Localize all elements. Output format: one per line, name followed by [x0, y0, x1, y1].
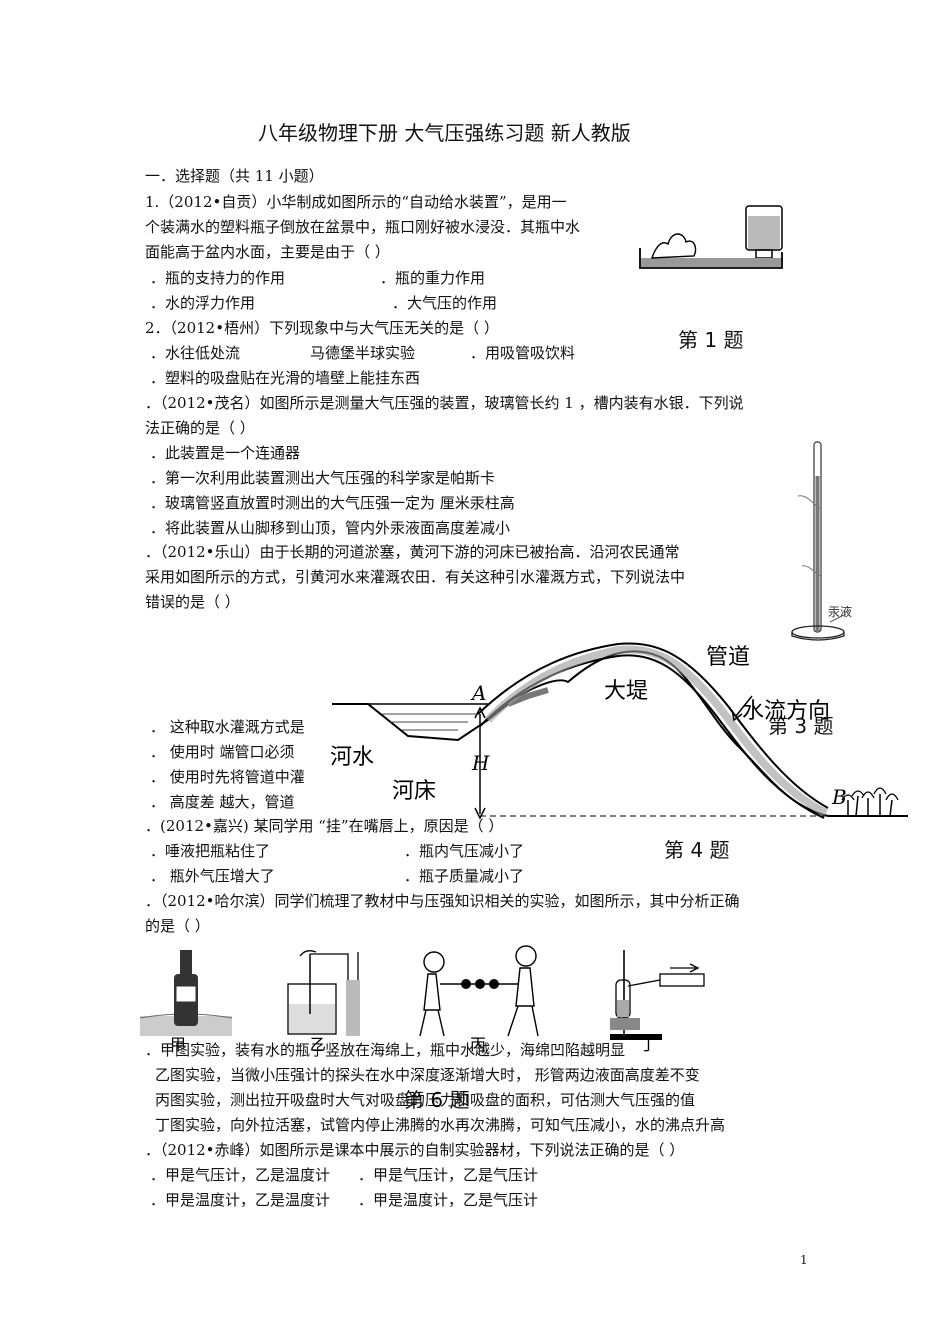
figure-4-pipe-label: 管道: [706, 645, 750, 670]
q3-option-b: ．第一次利用此装置测出大气压强的科学家是帕斯卡: [150, 469, 496, 487]
q6-option-d: 丁图实验，向外拉活塞，试管内停止沸腾的水再次沸腾，可知气压减小，水的沸点升高: [155, 1116, 726, 1134]
q3-option-a: ．此装置是一个连通器: [150, 444, 301, 462]
figure-4-point-b: B: [831, 785, 847, 809]
figure-4-dike-label: 大堤: [604, 679, 648, 704]
figure-4-point-a: A: [470, 681, 486, 705]
q3-option-d: ．将此装置从山脚移到山顶，管内外汞液面高度差减小: [150, 519, 511, 537]
figure-4-caption: 第 4 题: [664, 838, 730, 862]
q7-option-d: ．甲是温度计，乙是气压计: [358, 1191, 539, 1209]
q2-option-c: ．用吸管吸饮料: [470, 344, 576, 362]
q1-option-c: ．水的浮力作用: [150, 294, 256, 312]
q1-line1: 1.（2012•自贡）小华制成如图所示的“自动给水装置”，是用一: [145, 193, 567, 211]
q3-option-c: ．玻璃管竖直放置时测出的大气压强一定为 厘米汞柱高: [150, 494, 515, 512]
q4-option-d: ． 高度差 越大，管道: [150, 793, 295, 811]
section-heading: 一．选择题（共 11 小题）: [145, 167, 324, 185]
figure-6-label-yi: 乙: [310, 1035, 326, 1052]
q6-line2: 的是（ ）: [145, 917, 210, 935]
q4-line1: ．（2012•乐山）由于长期的河道淤塞，黄河下游的河床已被抬高．沿河农民通常: [145, 543, 680, 561]
q1-option-d: ．大气压的作用: [392, 294, 498, 312]
q5-option-b: ．瓶内气压减小了: [404, 842, 525, 860]
figure-3-torricelli-tube: 汞液: [791, 441, 852, 641]
q2-option-a: ．水往低处流: [150, 344, 241, 362]
q1-line2: 个装满水的塑料瓶子倒放在盆景中，瓶口刚好被水浸没．其瓶中水: [145, 218, 581, 236]
q4-option-a: ． 这种取水灌溉方式是: [150, 718, 305, 736]
q5-option-d: ．瓶子质量减小了: [404, 867, 525, 885]
page-title: 八年级物理下册 大气压强练习题 新人教版: [258, 121, 631, 145]
figure-4-river-label: 河水: [330, 745, 374, 770]
q6-option-b: 乙图实验，当微小压强计的探头在水中深度逐渐增大时， 形管两边液面高度差不变: [155, 1066, 700, 1084]
figure-4-riverbed-label: 河床: [392, 779, 436, 804]
figure-1-water-feeder: [639, 205, 783, 269]
q6-option-a: ．甲图实验，装有水的瓶子竖放在海绵上，瓶中水越少，海绵凹陷越明显: [145, 1041, 626, 1059]
figure-4-height-h: H: [471, 751, 490, 775]
q4-option-c: ． 使用时先将管道中灌: [150, 768, 305, 786]
figure-6-pressure-experiments: 甲 乙 丙 丁: [140, 945, 705, 1052]
q2-option-b: 马德堡半球实验: [310, 344, 416, 362]
q7-option-c: ．甲是温度计，乙是温度计: [150, 1191, 331, 1209]
q2-line1: 2．（2012•梧州）下列现象中与大气压无关的是（ ）: [145, 319, 499, 337]
page-number: 1: [800, 1253, 808, 1267]
figure-6-caption: 第 6 题: [404, 1088, 470, 1112]
q3-line2: 法正确的是（ ）: [145, 419, 255, 437]
figure-1-caption: 第 1 题: [678, 328, 744, 352]
q1-option-b: ．瓶的重力作用: [380, 269, 486, 287]
figure-3-mercury-label: 汞液: [828, 604, 852, 619]
figure-6-label-ding: 丁: [640, 1035, 656, 1052]
q3-line1: ．（2012•茂名）如图所示是测量大气压强的装置，玻璃管长约 1 ，槽内装有水银…: [145, 394, 744, 412]
q6-option-c: 丙图实验，测出拉开吸盘时大气对吸盘的压力和吸盘的面积，可估测大气压强的值: [155, 1091, 696, 1109]
q6-line1: ．（2012•哈尔滨）同学们梳理了教材中与压强知识相关的实验，如图所示，其中分析…: [145, 892, 740, 910]
q5-option-c: ． 瓶外气压增大了: [150, 867, 275, 885]
figure-3-caption: 第 3 题: [768, 714, 834, 738]
figure-6-label-bing: 丙: [470, 1035, 486, 1052]
figure-4-siphon-irrigation: 管道 大堤 水流方向 河水 河床 A H B: [330, 642, 908, 820]
q7-option-b: ．甲是气压计，乙是气压计: [358, 1166, 539, 1184]
q5-line1: ．(2012•嘉兴) 某同学用 “挂”在嘴唇上，原因是（ ）: [145, 817, 504, 835]
q4-line3: 错误的是（ ）: [145, 593, 240, 611]
q1-option-a: ．瓶的支持力的作用: [150, 269, 286, 287]
figure-4-flow-label: 水流方向: [742, 699, 830, 724]
q2-option-d: ．塑料的吸盘贴在光滑的墙壁上能挂东西: [150, 369, 421, 387]
figure-6-label-jia: 甲: [170, 1035, 186, 1052]
q7-line1: ．（2012•赤峰）如图所示是课本中展示的自制实验器材，下列说法正确的是（ ）: [145, 1141, 685, 1159]
q1-line3: 面能高于盆内水面，主要是由于（ ）: [145, 243, 390, 261]
q7-option-a: ．甲是气压计，乙是温度计: [150, 1166, 331, 1184]
q4-option-b: ． 使用时 端管口必须: [150, 743, 295, 761]
q4-line2: 采用如图所示的方式，引黄河水来灌溉农田．有关这种引水灌溉方式，下列说法中: [145, 568, 686, 586]
q5-option-a: ．唾液把瓶粘住了: [150, 842, 271, 860]
